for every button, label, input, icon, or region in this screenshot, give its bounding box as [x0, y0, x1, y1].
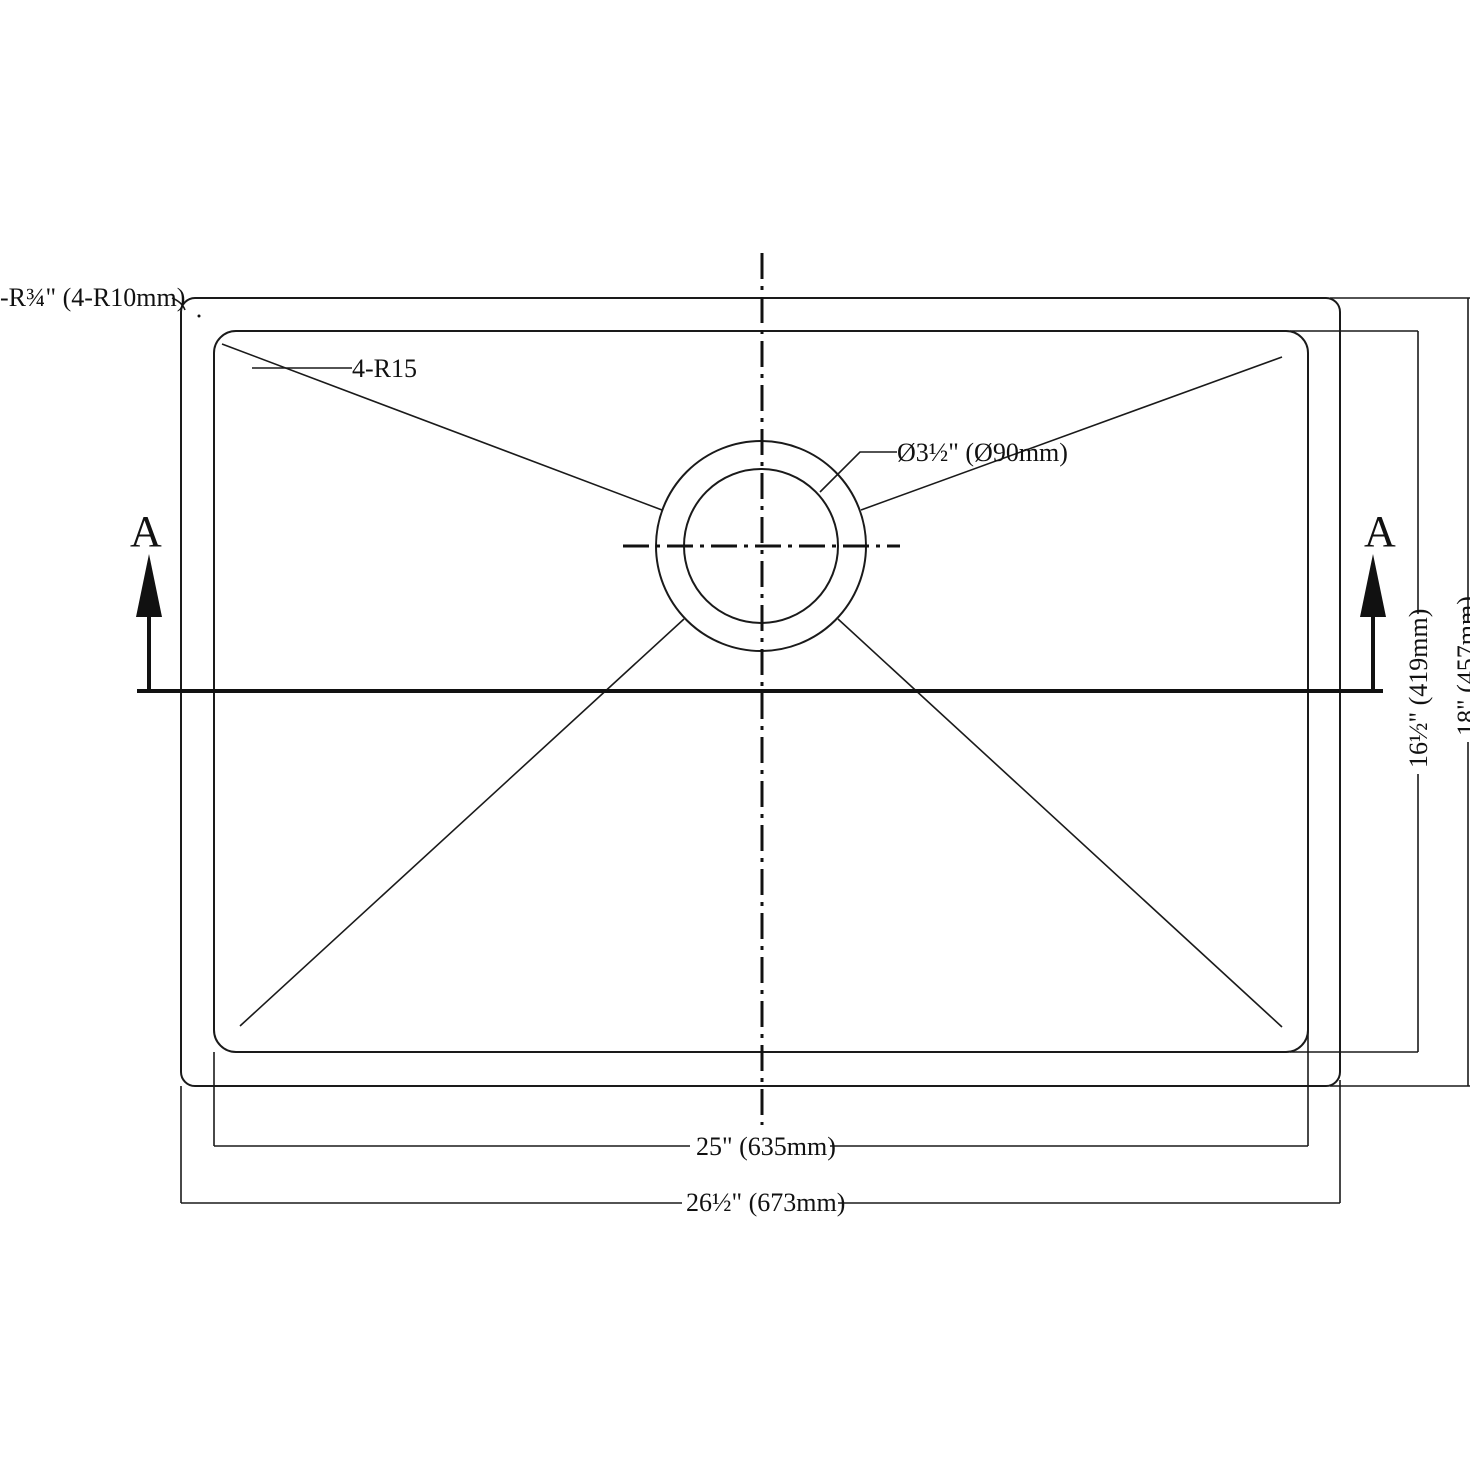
drain-diameter-label: Ø3½" (Ø90mm): [897, 438, 1068, 467]
drain-diameter-leader: [819, 451, 897, 493]
outer-radius-leader-dot: [197, 314, 201, 318]
section-arrow-right-head: [1360, 554, 1386, 617]
slope-line-top-right: [860, 356, 1283, 511]
inner-depth-label: 16½" (419mm): [1404, 609, 1433, 768]
outer-radius-leader: [171, 297, 186, 311]
slope-line-bottom-right: [837, 618, 1283, 1028]
section-label-right: A: [1364, 507, 1396, 556]
section-arrow-left-head: [136, 554, 162, 617]
slope-line-bottom-left: [239, 618, 685, 1027]
slope-line-top-left: [221, 343, 663, 511]
inner-radius-label: 4-R15: [352, 354, 417, 383]
outer-width-label: 26½" (673mm): [686, 1188, 845, 1217]
inner-width-label: 25" (635mm): [696, 1132, 836, 1161]
outer-depth-label: 18" (457mm): [1452, 596, 1470, 736]
outer-radius-label: -R¾" (4-R10mm): [0, 283, 185, 312]
section-label-left: A: [130, 507, 162, 556]
